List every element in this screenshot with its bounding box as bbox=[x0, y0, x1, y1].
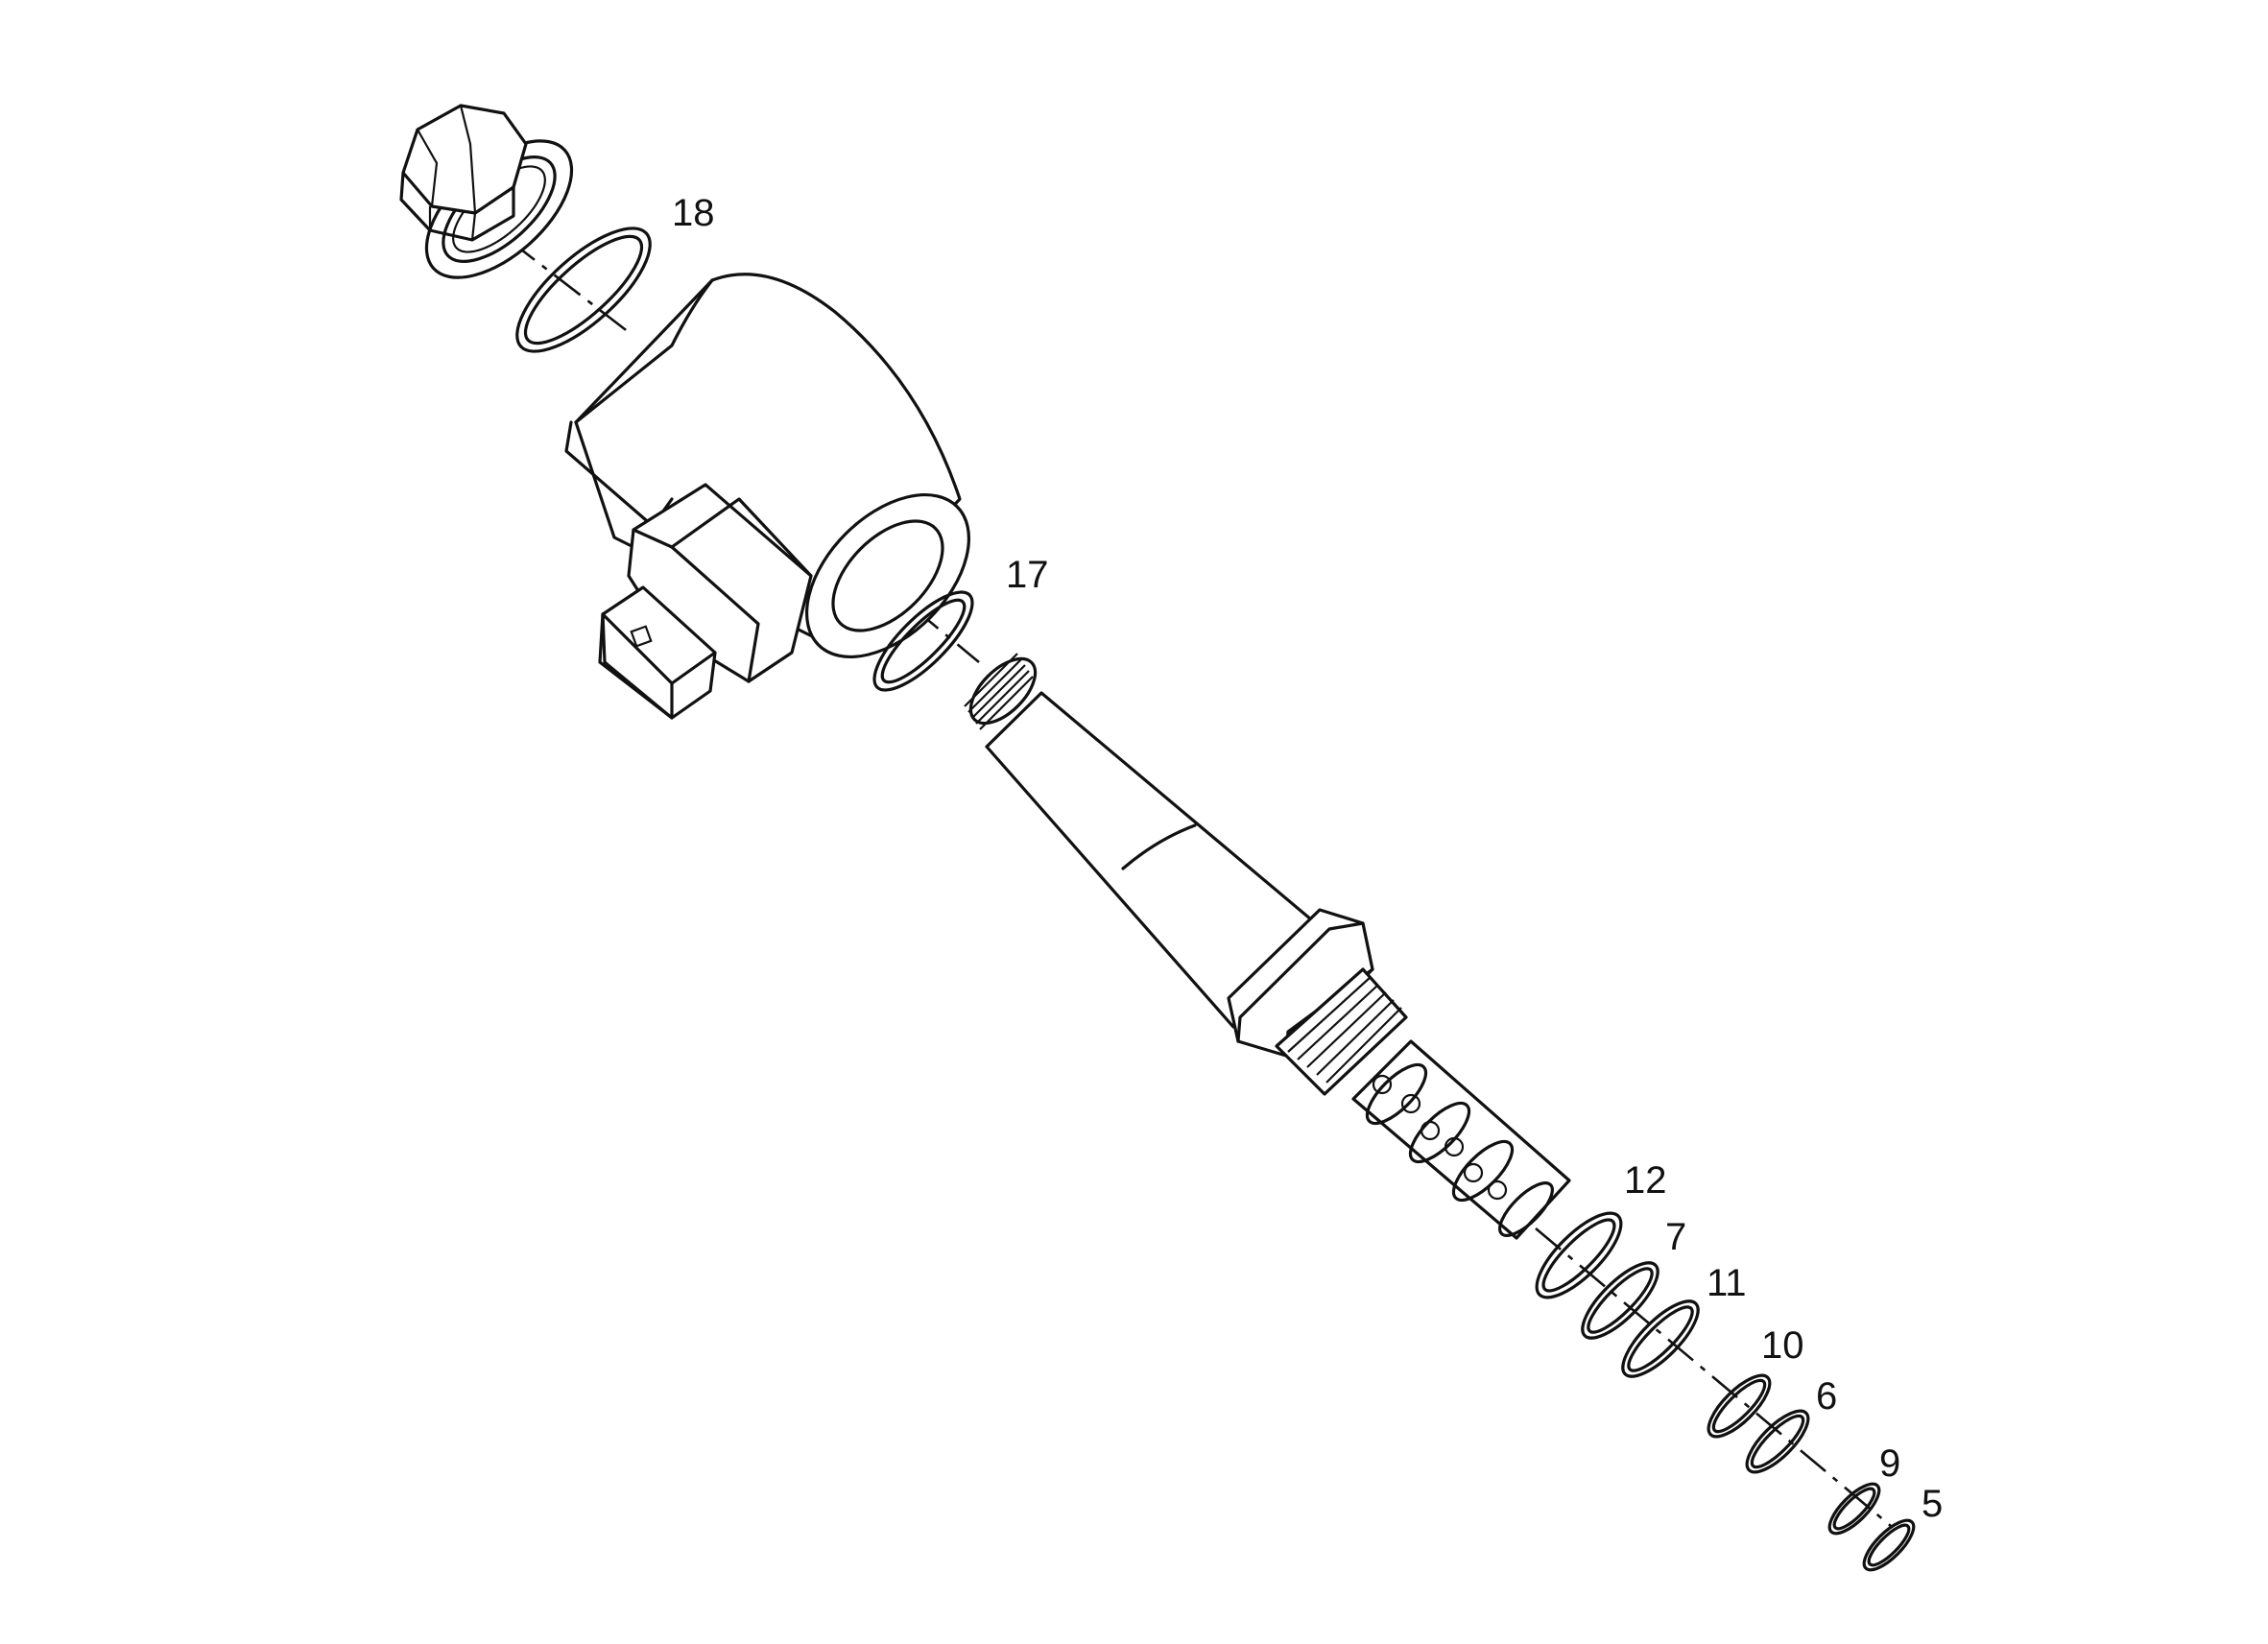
ring-10 bbox=[1707, 1373, 1772, 1439]
o-ring-18 bbox=[515, 226, 652, 353]
callout-9: 9 bbox=[1879, 1442, 1900, 1485]
callout-6: 6 bbox=[1816, 1375, 1837, 1418]
nut-part bbox=[399, 104, 574, 279]
o-ring-17 bbox=[872, 590, 974, 692]
ring-9 bbox=[1827, 1482, 1881, 1536]
callout-7: 7 bbox=[1665, 1216, 1686, 1258]
solenoid-coil bbox=[564, 273, 971, 720]
callout-5: 5 bbox=[1922, 1483, 1943, 1525]
valve-cartridge bbox=[964, 653, 1571, 1240]
callout-11: 11 bbox=[1707, 1262, 1747, 1304]
ring-5 bbox=[1862, 1518, 1916, 1572]
callout-18: 18 bbox=[672, 192, 715, 234]
callout-17: 17 bbox=[1006, 554, 1049, 596]
callout-12: 12 bbox=[1624, 1159, 1667, 1202]
ring-6 bbox=[1745, 1409, 1810, 1474]
ring-7 bbox=[1581, 1261, 1659, 1340]
ring-12 bbox=[1535, 1211, 1623, 1299]
ring-11 bbox=[1621, 1299, 1700, 1378]
callout-10: 10 bbox=[1761, 1324, 1804, 1367]
